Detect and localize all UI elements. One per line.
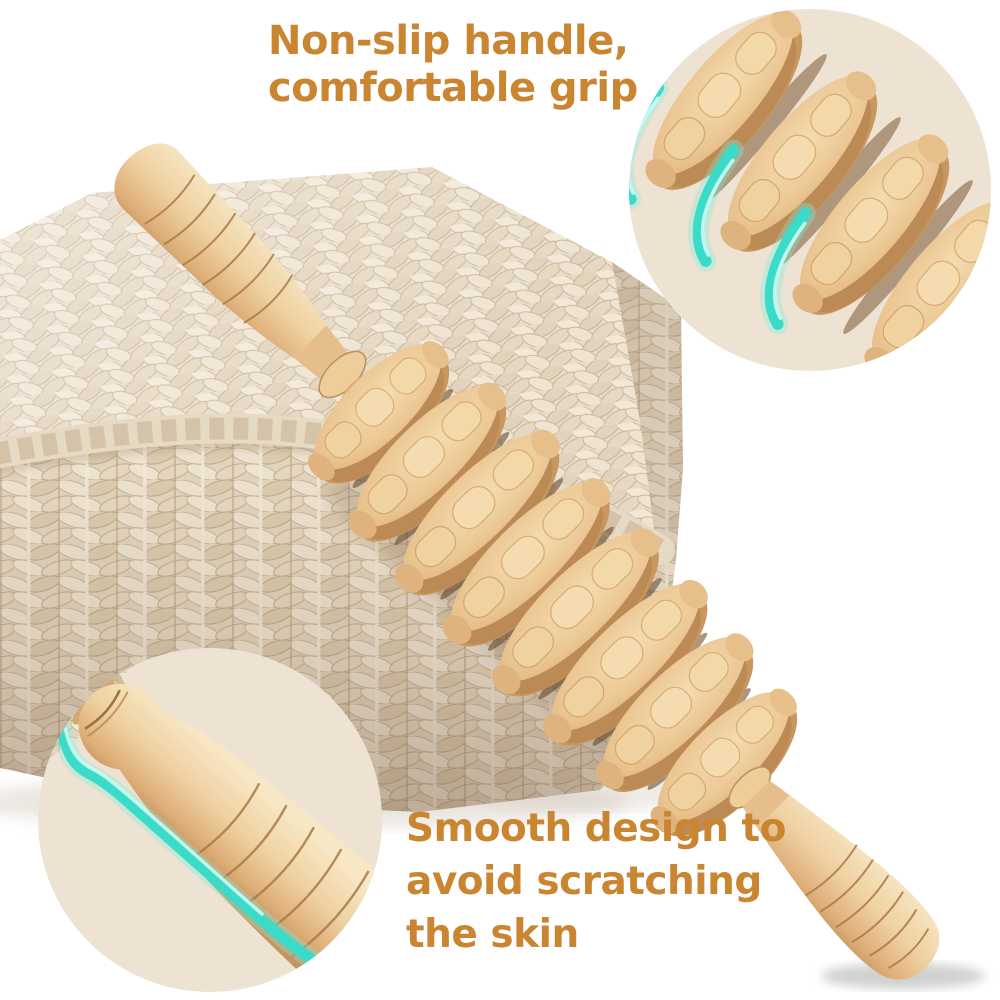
caption-bottom-line2: avoid scratching — [406, 859, 762, 904]
caption-bottom-line3: the skin — [406, 912, 579, 957]
roller-handle-bottom — [728, 766, 940, 980]
handle-grip-rings — [144, 174, 294, 324]
caption-top-line2: comfortable grip — [268, 65, 638, 111]
detail-inset-rollers — [629, 9, 991, 371]
teal-highlight-contour — [52, 718, 328, 974]
caption-bottom: Smooth design to avoid scratching the sk… — [406, 802, 786, 961]
caption-top-line1: Non-slip handle, — [268, 18, 629, 64]
caption-top: Non-slip handle, comfortable grip — [268, 18, 638, 112]
caption-bottom-line1: Smooth design to — [406, 806, 786, 851]
basket-right-face — [612, 262, 683, 560]
massage-roller-stick — [114, 143, 940, 980]
basket-right-face-shade — [612, 262, 683, 560]
handle-grip-rings — [805, 844, 930, 969]
detail-inset-handle — [38, 648, 382, 992]
